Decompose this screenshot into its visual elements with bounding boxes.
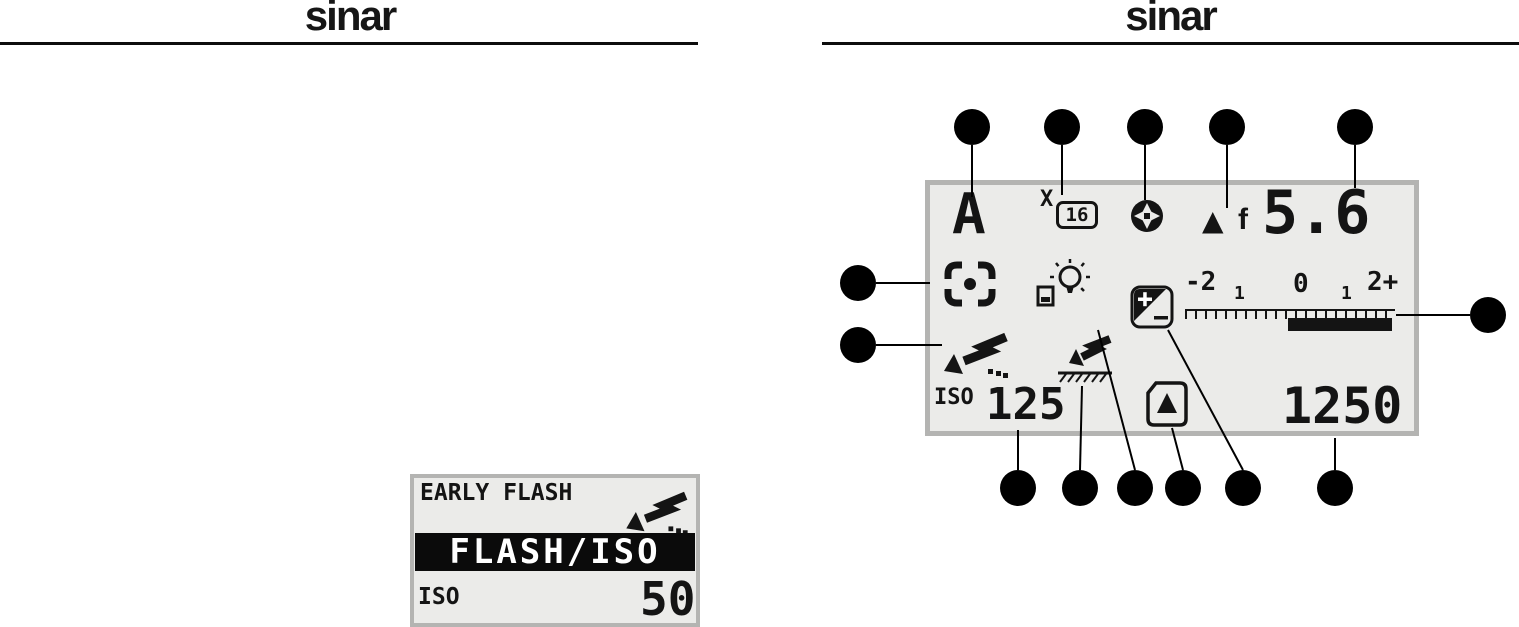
spot-metering-icon <box>944 261 996 307</box>
early-flash-icon <box>944 332 1008 378</box>
sinar-logo-right: sinar <box>1125 0 1217 39</box>
shutter-speed-value: 1250 <box>1282 377 1403 435</box>
callout-dot <box>1044 109 1080 145</box>
aperture-warning-triangle-icon: ▲ <box>1202 204 1224 237</box>
iso-label: ISO <box>418 584 460 610</box>
callout-dot <box>1470 297 1506 333</box>
scale-label-one-left: 1 <box>1234 283 1245 304</box>
callout-dot <box>1317 470 1353 506</box>
scale-ruler-line <box>1185 309 1395 311</box>
callout-dot <box>1225 470 1261 506</box>
exposure-scale: -2 1 0 1 2+ <box>1185 267 1399 333</box>
callout-dot <box>1165 470 1201 506</box>
header-rule-left <box>0 42 698 45</box>
cassette-warning-icon <box>1146 381 1188 427</box>
early-flash-icon <box>626 491 688 536</box>
callout-dot <box>1000 470 1036 506</box>
header-rule-right <box>822 42 1519 45</box>
flash-sync-x-label: X <box>1040 187 1054 212</box>
callout-dot <box>1209 109 1245 145</box>
callout-dot <box>1337 109 1373 145</box>
scale-label-plus2: 2+ <box>1367 267 1399 297</box>
selected-menu-item: FLASH/ISO <box>415 532 695 572</box>
sinar-logo-left: sinar <box>304 0 397 39</box>
scale-label-one-right: 1 <box>1341 283 1352 304</box>
lcd-display-large: A X 16 ▲ f 5.6 <box>925 180 1419 436</box>
exposure-compensation-icon <box>1130 285 1174 329</box>
lcd-menu-title: EARLY FLASH <box>420 480 573 506</box>
aperture-value: 5.6 <box>1262 178 1371 248</box>
lcd-display-small: EARLY FLASH FLASH/ISO ISO 50 <box>410 474 700 627</box>
modeling-light-icon <box>1036 259 1090 307</box>
scale-label-zero: 0 <box>1293 269 1309 299</box>
flash-sync-value-box: 16 <box>1056 201 1098 229</box>
scale-label-minus2: -2 <box>1185 267 1217 297</box>
aperture-f-label: f <box>1238 203 1248 236</box>
scale-metered-bar <box>1288 318 1392 331</box>
scale-ruler-ticks <box>1185 311 1395 319</box>
exposure-mode-indicator: A <box>952 182 986 247</box>
iso-value: 50 <box>640 572 696 626</box>
shutter-wheel-icon <box>1131 200 1163 232</box>
flash-exposure-icon <box>1058 335 1112 383</box>
callout-dot <box>1127 109 1163 145</box>
iso-value: 125 <box>986 379 1066 430</box>
flash-sync-indicator: X 16 <box>1040 187 1102 233</box>
callout-dot <box>954 109 990 145</box>
callout-dot <box>1117 470 1153 506</box>
callout-dot <box>1062 470 1098 506</box>
iso-label: ISO <box>934 385 974 410</box>
callout-dot <box>840 327 876 363</box>
callout-dot <box>840 265 876 301</box>
